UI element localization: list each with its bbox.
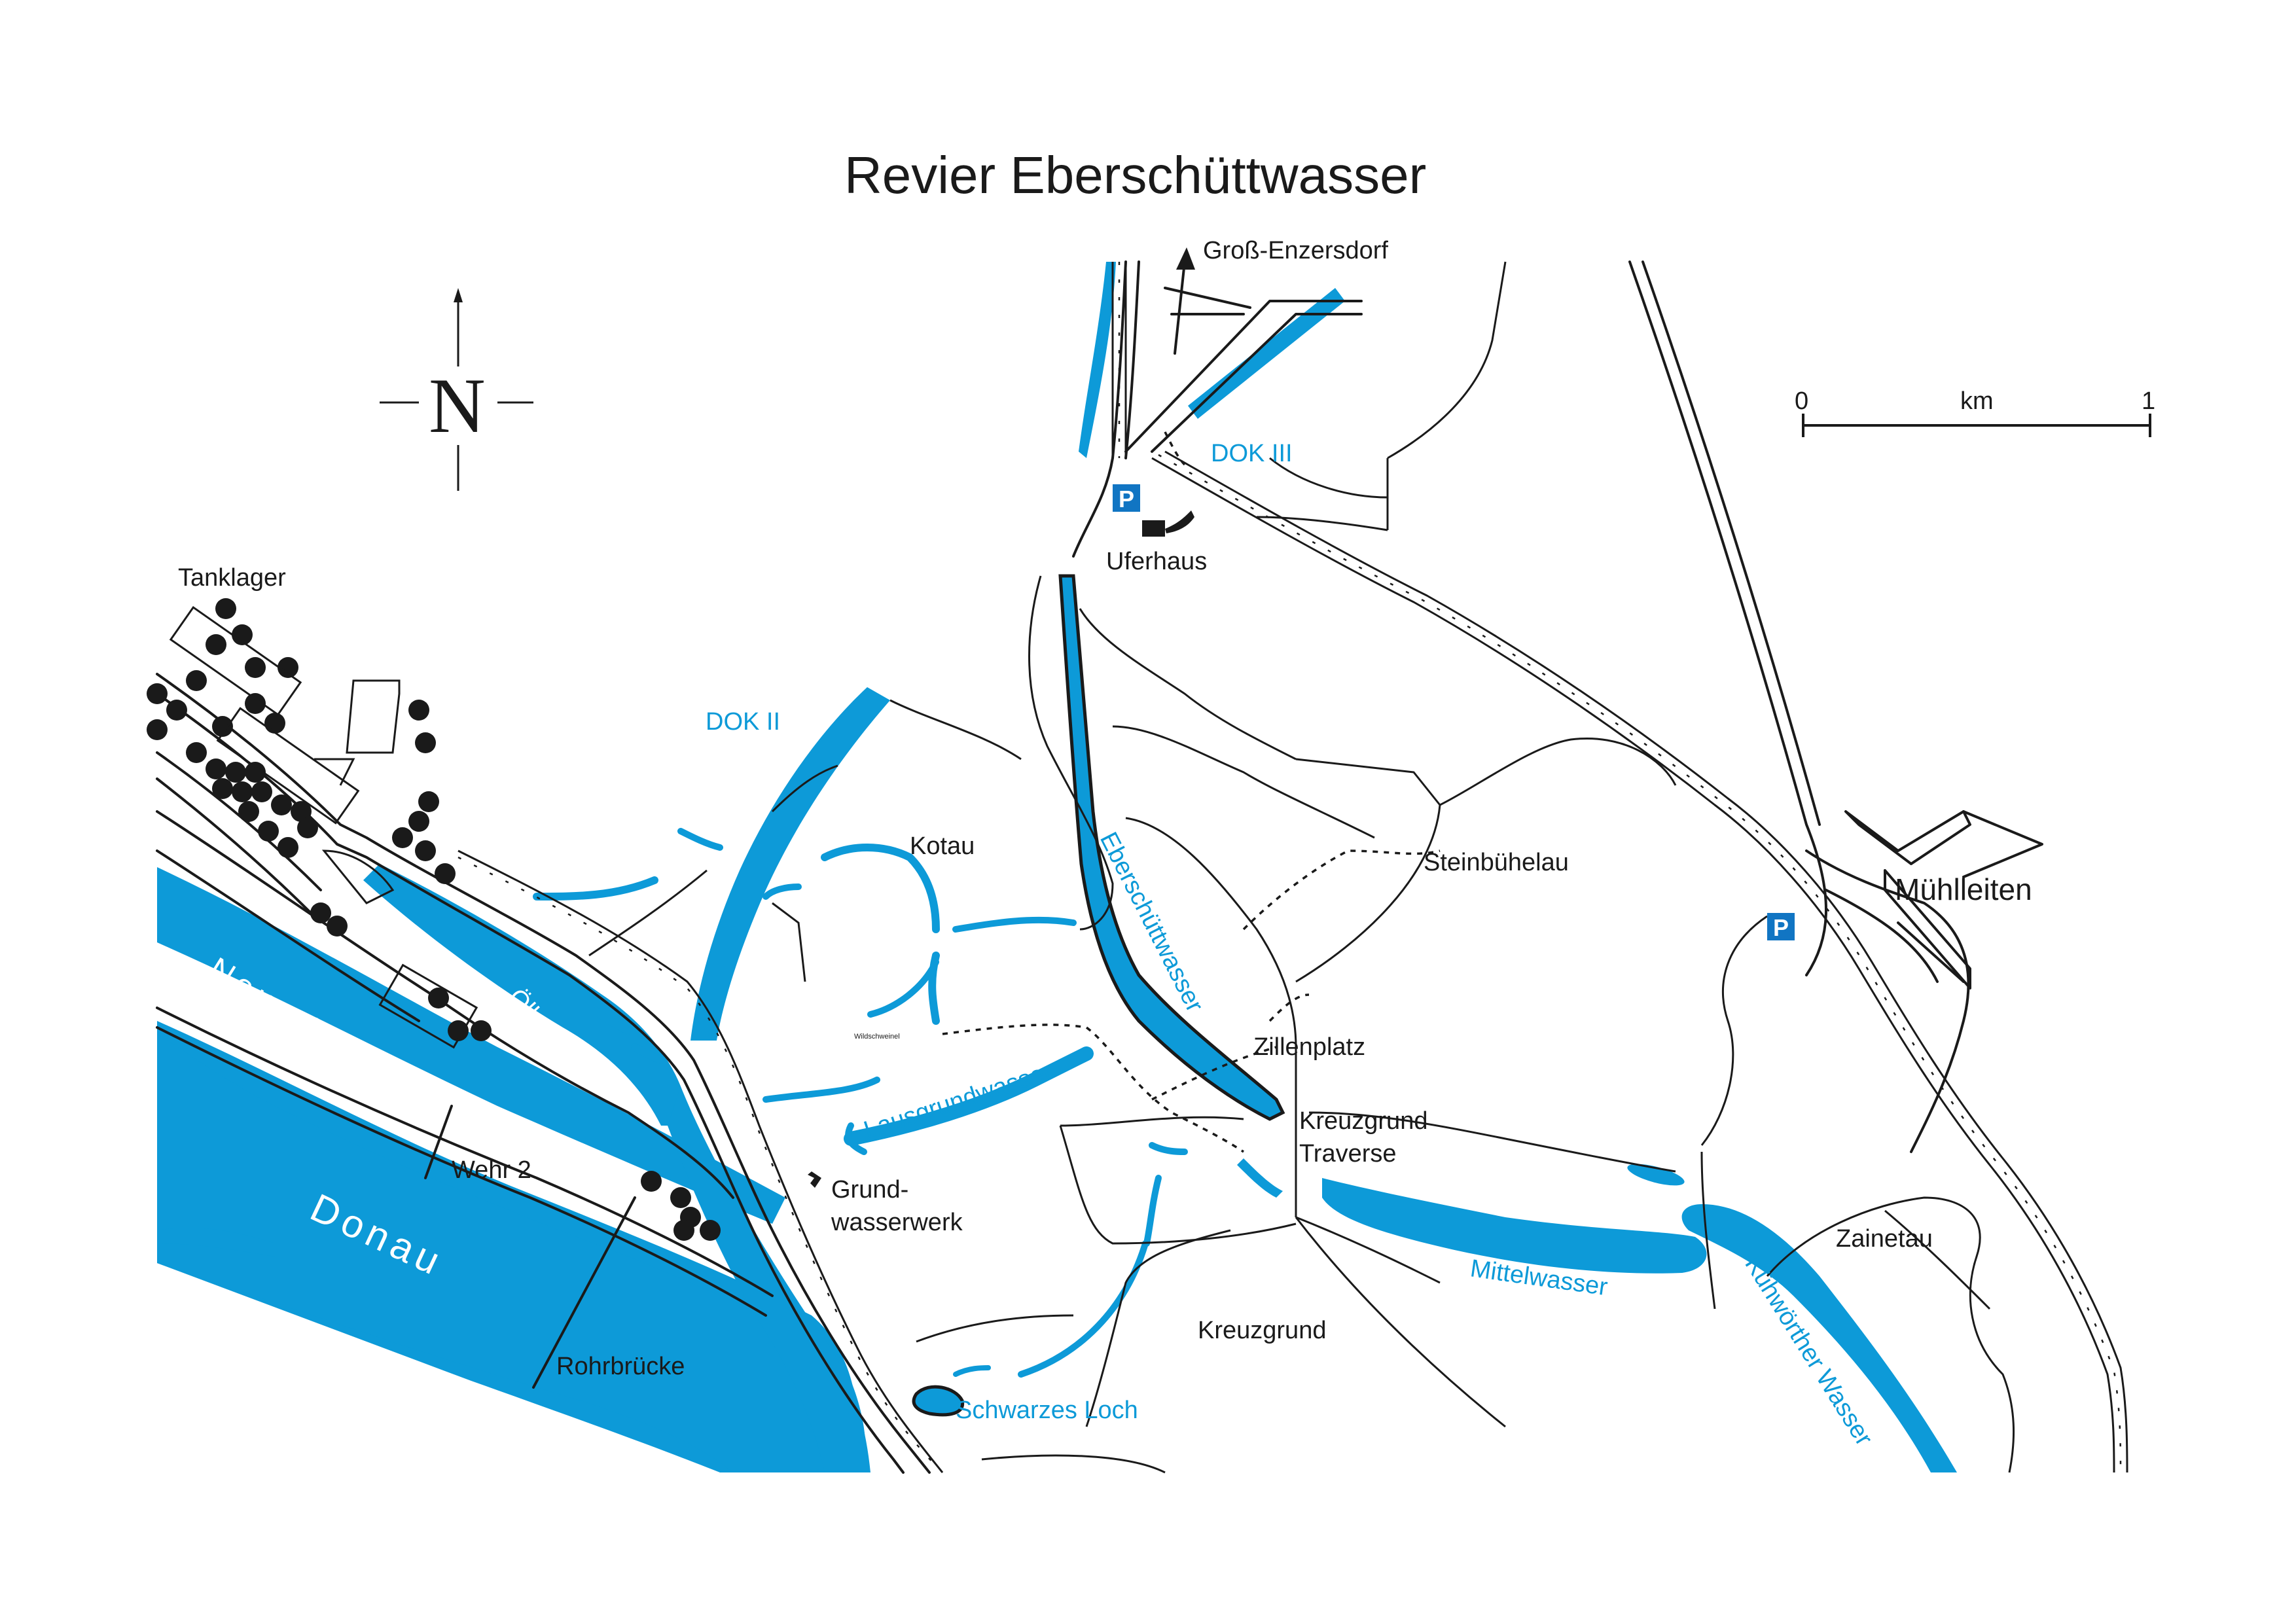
dok2 (691, 687, 890, 1041)
eberschuettwasser (1058, 574, 1285, 1121)
mittelwasser-pool (1627, 1164, 1685, 1186)
svg-text:P: P (1773, 914, 1789, 941)
schwarzes-loch (912, 1385, 965, 1417)
oelhafen (363, 864, 681, 1126)
svg-text:P: P (1119, 486, 1134, 512)
kuehwoerther-wasser (1681, 1204, 1957, 1472)
label-schwarzes-loch: Schwarzes Loch (956, 1397, 1138, 1424)
north-arrow-icon: N (380, 288, 533, 491)
tank-icon (147, 598, 721, 1241)
label-kreuzgrund: Kreuzgrund (1198, 1317, 1326, 1344)
label-kotau: Kotau (910, 832, 975, 860)
waterworks-icon (808, 1171, 821, 1188)
parking-icon: P (1113, 484, 1140, 512)
label-grundwasserwerk-2: wasserwerk (831, 1209, 963, 1236)
label-tanklager: Tanklager (178, 564, 286, 592)
label-muehlleiten: Mühlleiten (1895, 872, 2032, 906)
donau-islet (157, 1228, 275, 1257)
label-grundwasserwerk-1: Grund- (831, 1176, 908, 1204)
upper-channel (1079, 262, 1116, 458)
north-label: N (429, 362, 486, 449)
scale-unit: km (1960, 387, 1994, 415)
label-kreuzgrund-traverse-2: Traverse (1299, 1140, 1397, 1168)
donau-main (157, 1034, 866, 1472)
map-title: Revier Eberschüttwasser (844, 146, 1426, 204)
label-dok3: DOK III (1211, 440, 1293, 467)
tank-lots (169, 605, 478, 1049)
dok3 (1188, 288, 1345, 419)
label-gross-enzersdorf: Groß-Enzersdorf (1203, 237, 1388, 264)
label-rohrbruecke: Rohrbrücke (556, 1353, 685, 1380)
neue-donau (157, 867, 785, 1224)
label-wildschweinel: Wildschweinel (854, 1033, 900, 1041)
label-lausgrundwasser: Lausgrundwasser (861, 1058, 1056, 1145)
railways (457, 262, 2128, 1473)
scale-one: 1 (2142, 387, 2155, 415)
label-steinbuehelau: Steinbühelau (1424, 849, 1569, 876)
side-streams (533, 828, 1188, 1378)
label-kreuzgrund-traverse-1: Kreuzgrund (1299, 1107, 1427, 1135)
label-wehr2: Wehr 2 (452, 1156, 531, 1184)
mittelwasser-channel (1237, 1158, 1283, 1198)
mittelwasser (1322, 1178, 1707, 1274)
label-zainetau: Zainetau (1836, 1225, 1933, 1253)
parking-icon: P (1767, 913, 1795, 941)
label-uferhaus: Uferhaus (1106, 548, 1207, 575)
label-dok2: DOK II (706, 708, 780, 736)
label-zillenplatz: Zillenplatz (1253, 1033, 1365, 1061)
arrow-gross-enzersdorf-icon (1176, 247, 1195, 270)
scale-bar: 0 km 1 (1795, 387, 2155, 437)
scale-zero: 0 (1795, 387, 1808, 415)
fishing-hut-icon (1142, 510, 1194, 537)
